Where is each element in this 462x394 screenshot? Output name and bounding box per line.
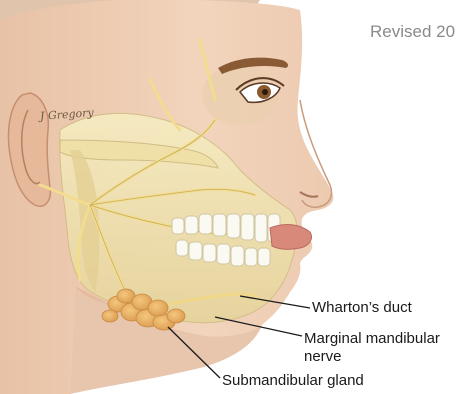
label-marginal-mandibular-nerve-line2: nerve <box>304 348 342 366</box>
label-whartons-duct: Wharton’s duct <box>312 299 412 317</box>
label-submandibular-gland: Submandibular gland <box>222 372 364 390</box>
revision-caption: Revised 20 <box>370 22 462 42</box>
lips <box>270 225 312 250</box>
label-marginal-mandibular-nerve-line1: Marginal mandibular <box>304 330 440 348</box>
pupil <box>262 89 268 95</box>
